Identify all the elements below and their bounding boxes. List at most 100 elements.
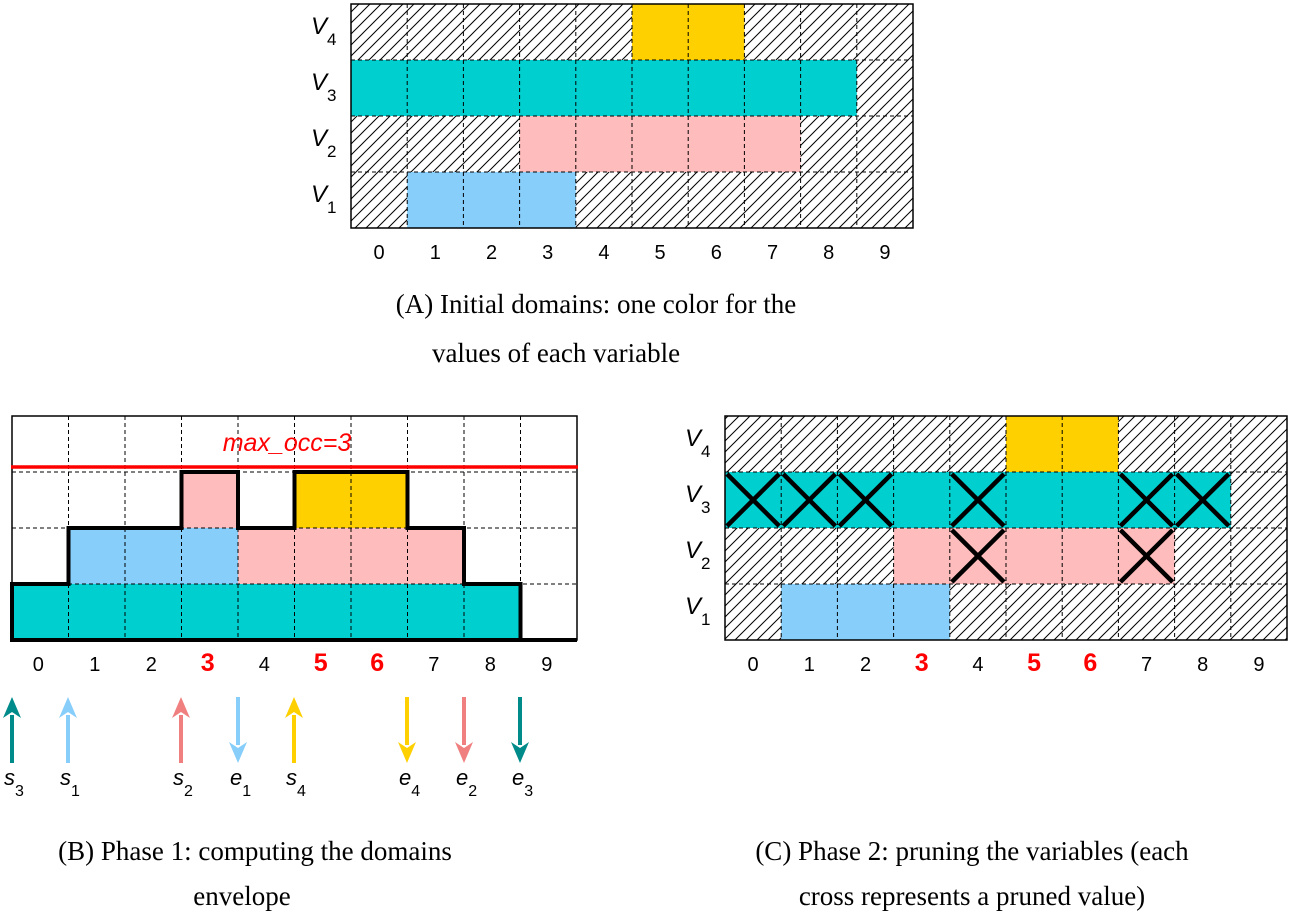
panel-c-value-label-0: 0 <box>748 654 759 676</box>
envelope-cell-v3 <box>351 584 408 640</box>
panel-c-value-label-1: 1 <box>804 654 815 676</box>
event-label-sub: 3 <box>524 783 533 800</box>
panel-a-value-label-8: 8 <box>823 242 834 264</box>
panel-c-caption-line1: (C) Phase 2: pruning the variables (each <box>755 836 1189 866</box>
event-label: s3 <box>4 765 24 800</box>
envelope-cell-v4 <box>351 472 408 528</box>
envelope-cell-v3 <box>125 584 182 640</box>
arrow-head <box>398 742 416 763</box>
panel-a-value-label-1: 1 <box>430 242 441 264</box>
cross-stroke <box>781 472 837 528</box>
event-label: e4 <box>399 765 420 800</box>
event-arrow-s3: s3 <box>3 697 24 800</box>
event-label-sub: 1 <box>242 783 251 800</box>
event-arrow-s4: s4 <box>285 697 306 800</box>
panel-b-value-label-4: 4 <box>259 654 270 676</box>
envelope-cell-v2 <box>351 528 408 584</box>
panel-a-value-label-6: 6 <box>711 242 722 264</box>
panel-b-value-label-8: 8 <box>485 654 496 676</box>
cross-stroke <box>1118 528 1175 584</box>
panel-c-label-v4: V4 <box>685 425 710 461</box>
panel-b-value-label-5: 5 <box>314 649 328 677</box>
event-arrow-e2: e2 <box>455 697 477 800</box>
panel-b-value-label-6: 6 <box>370 649 384 677</box>
panel-c-label-sub-v1: 1 <box>701 610 710 629</box>
event-arrow-e4: e4 <box>398 697 420 800</box>
panel-a-label-sub-v1: 1 <box>327 198 336 217</box>
envelope-cell-v4 <box>294 472 352 528</box>
arrow-head <box>285 697 303 718</box>
arrow-head <box>172 697 190 718</box>
panel-c-value-label-2: 2 <box>860 654 871 676</box>
event-label: e1 <box>230 765 251 800</box>
envelope-cell-v1 <box>181 528 239 584</box>
panel-c-border <box>724 415 1288 641</box>
event-label-sub: 4 <box>297 783 306 800</box>
event-label-sub: 3 <box>15 783 24 800</box>
event-arrow-e1: e1 <box>229 697 251 800</box>
panel-c-domain-v1 <box>781 584 950 640</box>
cross-stroke <box>1175 472 1231 528</box>
panel-c-label-v1: V1 <box>685 593 710 629</box>
panel-a-value-label-4: 4 <box>598 242 609 264</box>
event-label: s2 <box>173 765 193 800</box>
cross-stroke <box>950 528 1006 584</box>
event-arrow-s2: s2 <box>172 697 193 800</box>
event-label: e2 <box>456 765 477 800</box>
envelope-cell-v3 <box>407 584 465 640</box>
envelope-cell-v3 <box>68 584 126 640</box>
envelope-cell-v1 <box>68 528 126 584</box>
arrow-head <box>229 742 247 763</box>
panel-b-value-label-9: 9 <box>541 654 552 676</box>
panel-b-event-arrows: s3 s1 s2 e1 s4 e4 e2 e3 <box>3 697 533 800</box>
panel-c-value-label-8: 8 <box>1197 654 1208 676</box>
panel-a-value-label-2: 2 <box>486 242 497 264</box>
cross-stroke <box>950 472 1006 528</box>
panel-b-value-label-0: 0 <box>33 654 44 676</box>
envelope-cell-v2 <box>294 528 352 584</box>
panel-b-value-label-1: 1 <box>89 654 100 676</box>
panel-c-value-label-7: 7 <box>1141 654 1152 676</box>
arrow-head <box>3 697 21 718</box>
panel-b-value-label-2: 2 <box>146 654 157 676</box>
panel-c-domain-v2 <box>893 528 1175 584</box>
cross-stroke <box>1118 472 1175 528</box>
panel-c-label-sub-v3: 3 <box>701 498 710 517</box>
arrow-head <box>511 742 529 763</box>
pruned-value-cross <box>1118 472 1175 528</box>
envelope-outline <box>10 470 577 642</box>
panel-a-label-sub-v4: 4 <box>327 30 336 49</box>
arrow-head <box>455 742 473 763</box>
panel-c-caption-line2: cross represents a pruned value) <box>799 881 1145 911</box>
envelope-cell-v1 <box>125 528 182 584</box>
panel-a-value-label-0: 0 <box>374 242 385 264</box>
panel-b-caption-line2: envelope <box>193 881 290 911</box>
max-occ-label: max_occ=3 <box>223 429 352 457</box>
panel-c-value-label-6: 6 <box>1083 649 1097 677</box>
arrow-head <box>59 697 77 718</box>
panel-c-value-label-9: 9 <box>1253 654 1264 676</box>
event-arrow-s1: s1 <box>59 697 80 800</box>
panel-a-caption-line1: (A) Initial domains: one color for the <box>396 289 796 319</box>
panel-b-value-label-7: 7 <box>428 654 439 676</box>
panel-a-value-label-7: 7 <box>767 242 778 264</box>
panel-c-label-sub-v4: 4 <box>701 442 710 461</box>
envelope-cell-v3 <box>12 584 69 640</box>
envelope-cell-v3 <box>181 584 239 640</box>
panel-a-caption-line2: values of each variable <box>432 338 680 368</box>
event-label: s1 <box>60 765 80 800</box>
pruned-value-cross <box>837 472 894 528</box>
event-label: s4 <box>286 765 306 800</box>
panel-c-value-label-3: 3 <box>915 649 929 677</box>
panel-a-label-v3: V3 <box>311 69 336 105</box>
event-arrow-e3: e3 <box>511 697 533 800</box>
envelope-cell-v3 <box>238 584 295 640</box>
panel-a-label-v1: V1 <box>311 181 336 217</box>
event-label-sub: 2 <box>184 783 193 800</box>
envelope-cell-v3 <box>464 584 521 640</box>
pruned-value-cross <box>1118 528 1175 584</box>
panel-a-label-sub-v3: 3 <box>327 86 336 105</box>
